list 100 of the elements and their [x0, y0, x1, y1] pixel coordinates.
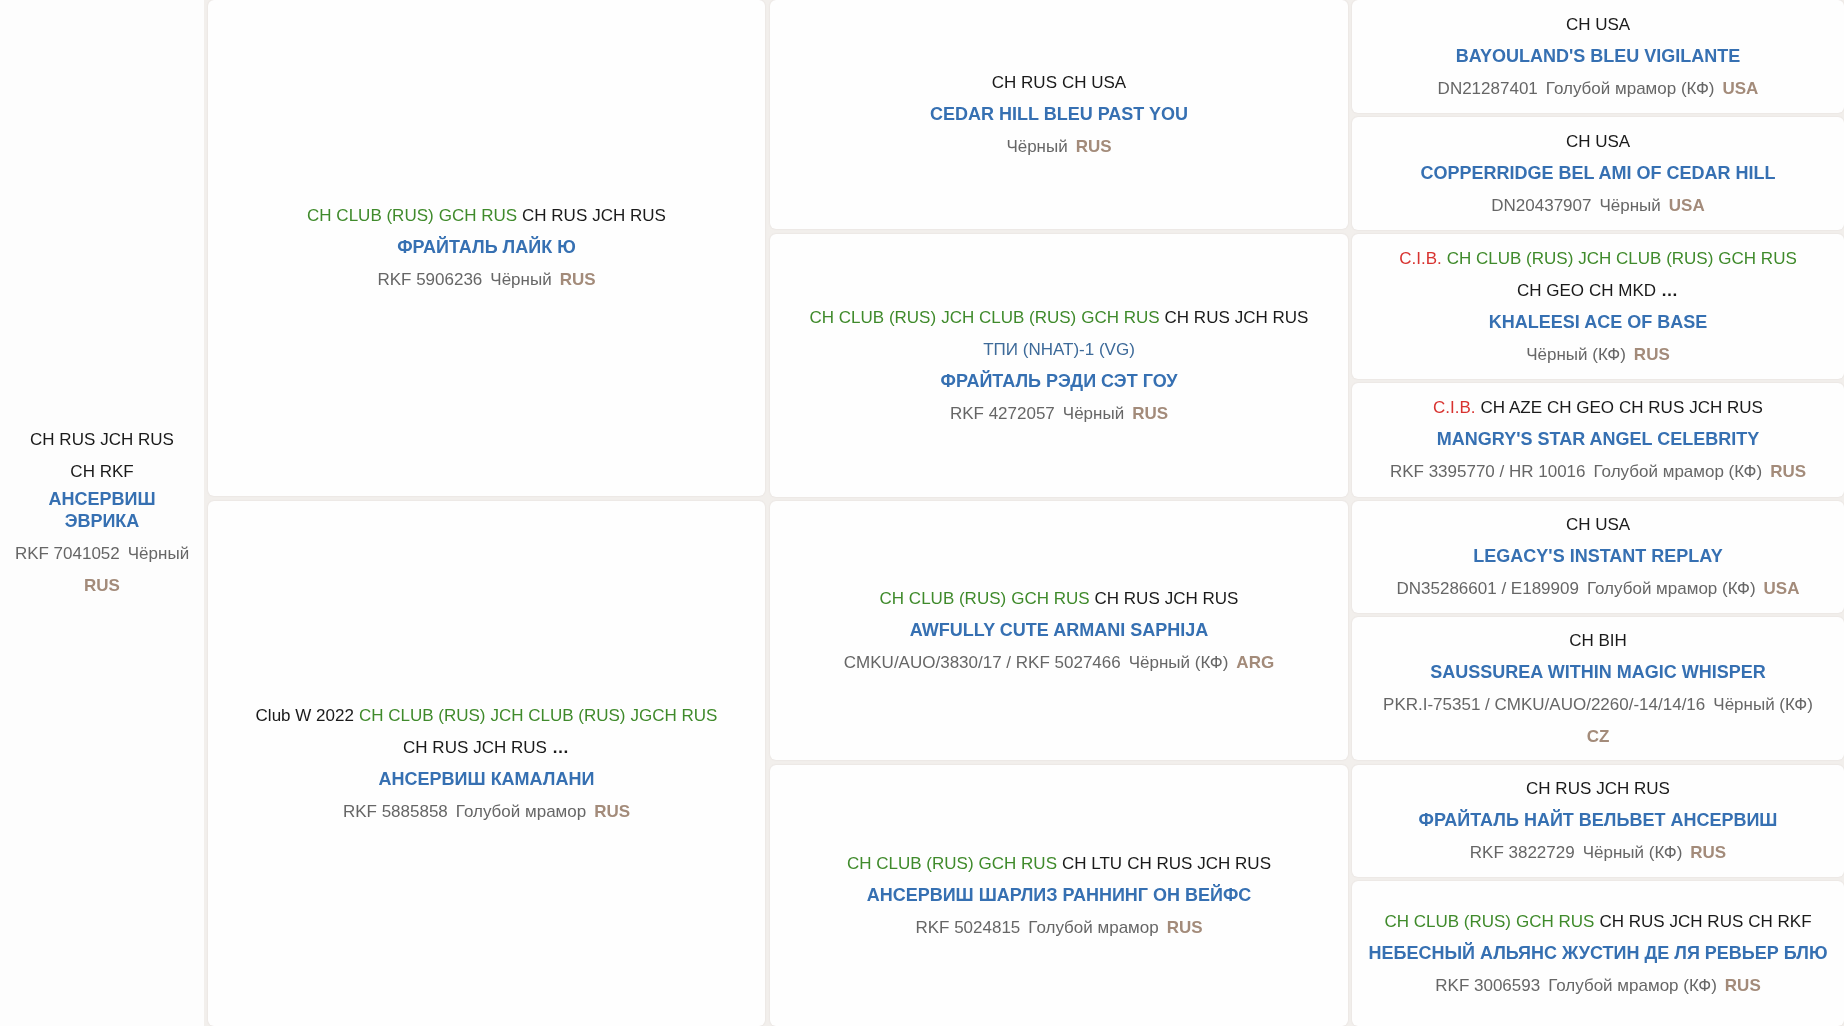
title-text: JCH RUS: [1197, 852, 1271, 874]
dog-name: ФРАЙТАЛЬ НАЙТ ВЕЛЬВЕТ АНСЕРВИШ: [1418, 809, 1778, 832]
pedigree-card: [770, 0, 1348, 229]
registration-number: RKF 4272057: [949, 402, 1055, 424]
title-text: CH RUS: [1164, 306, 1230, 328]
coat-text: Чёрный (КФ): [1713, 693, 1813, 715]
pedigree-card: [1352, 234, 1844, 379]
title-text: JCH RUS: [592, 205, 666, 227]
title-text: JCH RUS: [100, 428, 174, 450]
registration-number: CMKU/AUO/3830/17 / RKF 5027466: [843, 651, 1121, 673]
registration-number: DN35286601 / E189909: [1396, 578, 1579, 600]
title-text: CH MKD: [1589, 279, 1657, 301]
more-titles-link: …: [1661, 279, 1680, 301]
dog-name: COPPERRIDGE BEL AMI OF CEDAR HILL: [1420, 161, 1776, 184]
registration-number: DN20437907: [1491, 194, 1592, 216]
club-title-text: GCH RUS: [438, 205, 518, 227]
club-title-text: CH CLUB (RUS): [809, 306, 937, 328]
title-text: JCH RUS: [1234, 306, 1309, 328]
title-text: CH LTU: [1062, 852, 1123, 874]
country-code: RUS: [1724, 974, 1761, 996]
title-text: CH GEO: [1516, 279, 1584, 301]
pedigree-card: [1352, 765, 1844, 877]
club-title-text: JCH CLUB (RUS): [1578, 247, 1714, 269]
dog-name: ФРАЙТАЛЬ ЛАЙК Ю: [397, 236, 576, 259]
country-code: RUS: [1132, 402, 1169, 424]
title-text: CH USA: [1565, 13, 1631, 35]
country-code: RUS: [559, 269, 596, 291]
club-title-text: GCH RUS: [1081, 306, 1160, 328]
registration-number: RKF 5024815: [915, 916, 1021, 938]
coat-text: Голубой мрамор: [455, 800, 587, 822]
dog-name: АНСЕРВИШ ЭВРИКА: [47, 487, 157, 533]
pedigree-card: [208, 0, 765, 496]
title-text: CH RUS: [1619, 397, 1685, 419]
title-text: CH RUS: [30, 428, 96, 450]
dog-name: НЕБЕСНЫЙ АЛЬЯНС ЖУСТИН ДЕ ЛЯ РЕВЬЕР БЛЮ: [1368, 941, 1828, 964]
title-text: CH RUS: [991, 71, 1057, 93]
dog-name: BAYOULAND'S BLEU VIGILANTE: [1455, 44, 1741, 67]
title-text: JCH RUS: [1596, 778, 1670, 800]
dog-name: LEGACY'S INSTANT REPLAY: [1473, 545, 1723, 568]
coat-text: Чёрный: [490, 269, 552, 291]
title-text: CH RUS: [1094, 587, 1160, 609]
pedigree-card: [1352, 383, 1844, 497]
coat-text: Чёрный (КФ): [1526, 343, 1626, 365]
registration-number: DN21287401: [1437, 77, 1538, 99]
club-title-text: CH CLUB (RUS): [879, 587, 1007, 609]
coat-text: Голубой мрамор (КФ): [1548, 974, 1717, 996]
coat-text: Чёрный: [1599, 194, 1661, 216]
country-code: RUS: [1633, 343, 1670, 365]
club-title-text: GCH RUS: [1718, 247, 1797, 269]
registration-number: RKF 3822729: [1469, 842, 1575, 864]
registration-number: PKR.I-75351 / CMKU/AUO/2260/-14/14/16: [1383, 693, 1706, 715]
title-text: JCH RUS: [473, 736, 547, 758]
dog-name: KHALEESI ACE OF BASE: [1488, 310, 1708, 333]
country-code: ARG: [1236, 651, 1275, 673]
country-code: RUS: [1075, 135, 1112, 157]
country-code: CZ: [1586, 725, 1610, 747]
country-code: RUS: [1770, 461, 1807, 483]
country-code: USA: [1722, 77, 1759, 99]
title-text: JCH RUS: [1669, 910, 1744, 932]
title-text: CH RKF: [1748, 910, 1812, 932]
pedigree-card: [1352, 617, 1844, 760]
title-text: JCH RUS: [1689, 397, 1763, 419]
pedigree-card: [770, 765, 1348, 1026]
registration-number: RKF 3006593: [1435, 974, 1541, 996]
title-text: CH RUS: [1127, 852, 1193, 874]
international-title-text: C.I.B.: [1399, 247, 1442, 269]
club-title-text: GCH RUS: [1516, 910, 1595, 932]
dog-name: SAUSSUREA WITHIN MAGIC WHISPER: [1430, 660, 1766, 683]
dog-name: MANGRY'S STAR ANGEL CELEBRITY: [1436, 428, 1760, 451]
coat-text: Чёрный: [127, 543, 190, 565]
title-text: CH BIH: [1569, 629, 1627, 651]
registration-number: RKF 3395770 / HR 10016: [1389, 461, 1586, 483]
registration-number: RKF 5906236: [377, 269, 483, 291]
title-text: CH RUS: [522, 205, 588, 227]
test-result-text: ТПИ (NHAT)-1 (VG): [983, 338, 1135, 360]
coat-text: Голубой мрамор (КФ): [1593, 461, 1763, 483]
coat-text: Голубой мрамор (КФ): [1586, 578, 1756, 600]
international-title-text: C.I.B.: [1433, 397, 1476, 419]
country-code: RUS: [1166, 916, 1203, 938]
country-code: RUS: [84, 575, 120, 597]
club-title-text: JCH CLUB (RUS): [490, 704, 626, 726]
title-text: CH USA: [1565, 514, 1631, 536]
club-title-text: GCH RUS: [978, 852, 1057, 874]
club-title-text: CH CLUB (RUS): [847, 852, 974, 874]
pedigree-card: [1352, 117, 1844, 230]
coat-text: Чёрный: [1062, 402, 1125, 424]
title-text: CH RUS: [403, 736, 469, 758]
pedigree-card: [208, 501, 765, 1026]
registration-number: RKF 5885858: [342, 800, 448, 822]
title-text: Club W 2022: [255, 704, 354, 726]
club-title-text: JCH CLUB (RUS): [941, 306, 1077, 328]
title-text: CH RUS: [1526, 778, 1592, 800]
country-code: RUS: [594, 800, 631, 822]
dog-name: ФРАЙТАЛЬ РЭДИ СЭТ ГОУ: [940, 369, 1178, 392]
registration-number: RKF 7041052: [14, 543, 120, 565]
coat-text: Чёрный (КФ): [1582, 842, 1683, 864]
country-code: USA: [1763, 578, 1800, 600]
coat-text: Голубой мрамор (КФ): [1545, 77, 1715, 99]
country-code: RUS: [1690, 842, 1727, 864]
club-title-text: CH CLUB (RUS): [307, 205, 434, 227]
